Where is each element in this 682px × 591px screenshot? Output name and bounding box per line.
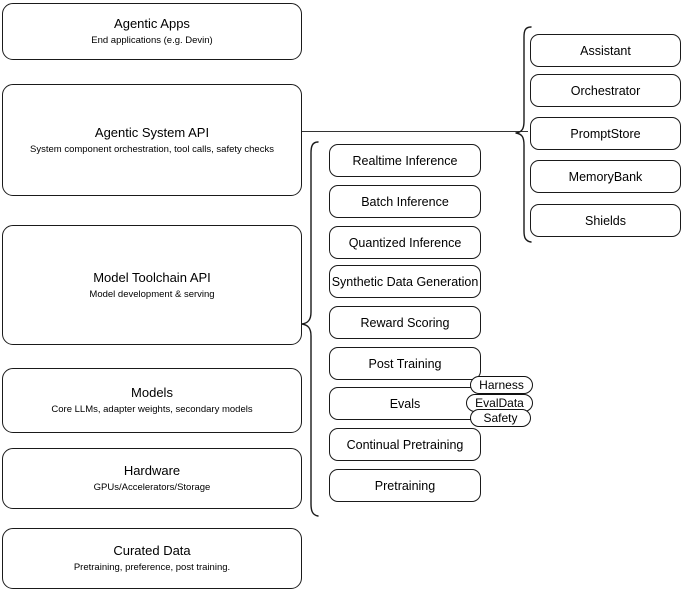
layer-models[interactable]: Models Core LLMs, adapter weights, secon… (2, 368, 302, 433)
layer-subtitle: Model development & serving (89, 288, 215, 300)
toolchain-label: Evals (389, 396, 421, 411)
layer-curated-data[interactable]: Curated Data Pretraining, preference, po… (2, 528, 302, 589)
layer-subtitle: System component orchestration, tool cal… (30, 143, 274, 155)
agentic-component-label: Assistant (580, 43, 631, 58)
agentic-component-box-assistant[interactable]: Assistant (530, 34, 681, 67)
toolchain-box-pretraining[interactable]: Pretraining (329, 469, 481, 502)
layer-title: Agentic Apps (114, 16, 190, 31)
layer-agentic-apps[interactable]: Agentic Apps End applications (e.g. Devi… (2, 3, 302, 60)
layer-agentic-system-api[interactable]: Agentic System API System component orch… (2, 84, 302, 196)
toolchain-label: Batch Inference (361, 194, 449, 209)
toolchain-label: Realtime Inference (352, 153, 458, 168)
toolchain-box-quantized-inference[interactable]: Quantized Inference (329, 226, 481, 259)
toolchain-label: Post Training (368, 356, 442, 371)
toolchain-box-realtime-inference[interactable]: Realtime Inference (329, 144, 481, 177)
agentic-component-box-memorybank[interactable]: MemoryBank (530, 160, 681, 193)
toolchain-box-evals[interactable]: Evals (329, 387, 481, 420)
agentic-component-box-shields[interactable]: Shields (530, 204, 681, 237)
evals-pill-harness[interactable]: Harness (470, 376, 533, 394)
layer-hardware[interactable]: Hardware GPUs/Accelerators/Storage (2, 448, 302, 509)
layer-subtitle: Pretraining, preference, post training. (73, 562, 231, 573)
toolchain-box-reward-scoring[interactable]: Reward Scoring (329, 306, 481, 339)
agentic-component-label: PromptStore (570, 126, 641, 141)
layer-title: Model Toolchain API (93, 269, 211, 285)
brace-model-toolchain (300, 140, 320, 518)
toolchain-box-synthetic-data-generation[interactable]: Synthetic Data Generation (329, 265, 481, 298)
toolchain-box-post-training[interactable]: Post Training (329, 347, 481, 380)
toolchain-label: Reward Scoring (360, 315, 450, 330)
toolchain-label: Continual Pretraining (346, 437, 464, 452)
layer-title: Models (131, 385, 173, 400)
layer-subtitle: End applications (e.g. Devin) (91, 35, 213, 46)
layer-subtitle: Core LLMs, adapter weights, secondary mo… (51, 404, 253, 415)
brace-agentic-system-components (515, 25, 533, 245)
agentic-component-label: Orchestrator (570, 83, 641, 98)
toolchain-label: Quantized Inference (348, 235, 462, 250)
layer-subtitle: GPUs/Accelerators/Storage (93, 482, 211, 493)
connector-line-agentic-system (302, 131, 528, 133)
layer-title: Hardware (123, 463, 181, 478)
pill-label: Safety (483, 411, 518, 425)
evals-pill-safety[interactable]: Safety (470, 409, 531, 427)
layer-model-toolchain-api[interactable]: Model Toolchain API Model development & … (2, 225, 302, 345)
agentic-component-box-orchestrator[interactable]: Orchestrator (530, 74, 681, 107)
pill-label: Harness (479, 378, 524, 392)
toolchain-label: Synthetic Data Generation (331, 274, 479, 289)
toolchain-box-continual-pretraining[interactable]: Continual Pretraining (329, 428, 481, 461)
agentic-component-box-promptstore[interactable]: PromptStore (530, 117, 681, 150)
layer-title: Agentic System API (94, 124, 210, 140)
toolchain-box-batch-inference[interactable]: Batch Inference (329, 185, 481, 218)
agentic-component-label: Shields (585, 213, 626, 228)
agentic-component-label: MemoryBank (568, 169, 643, 184)
toolchain-label: Pretraining (374, 478, 436, 493)
layer-title: Curated Data (113, 543, 191, 558)
pill-label: EvalData (475, 396, 524, 410)
